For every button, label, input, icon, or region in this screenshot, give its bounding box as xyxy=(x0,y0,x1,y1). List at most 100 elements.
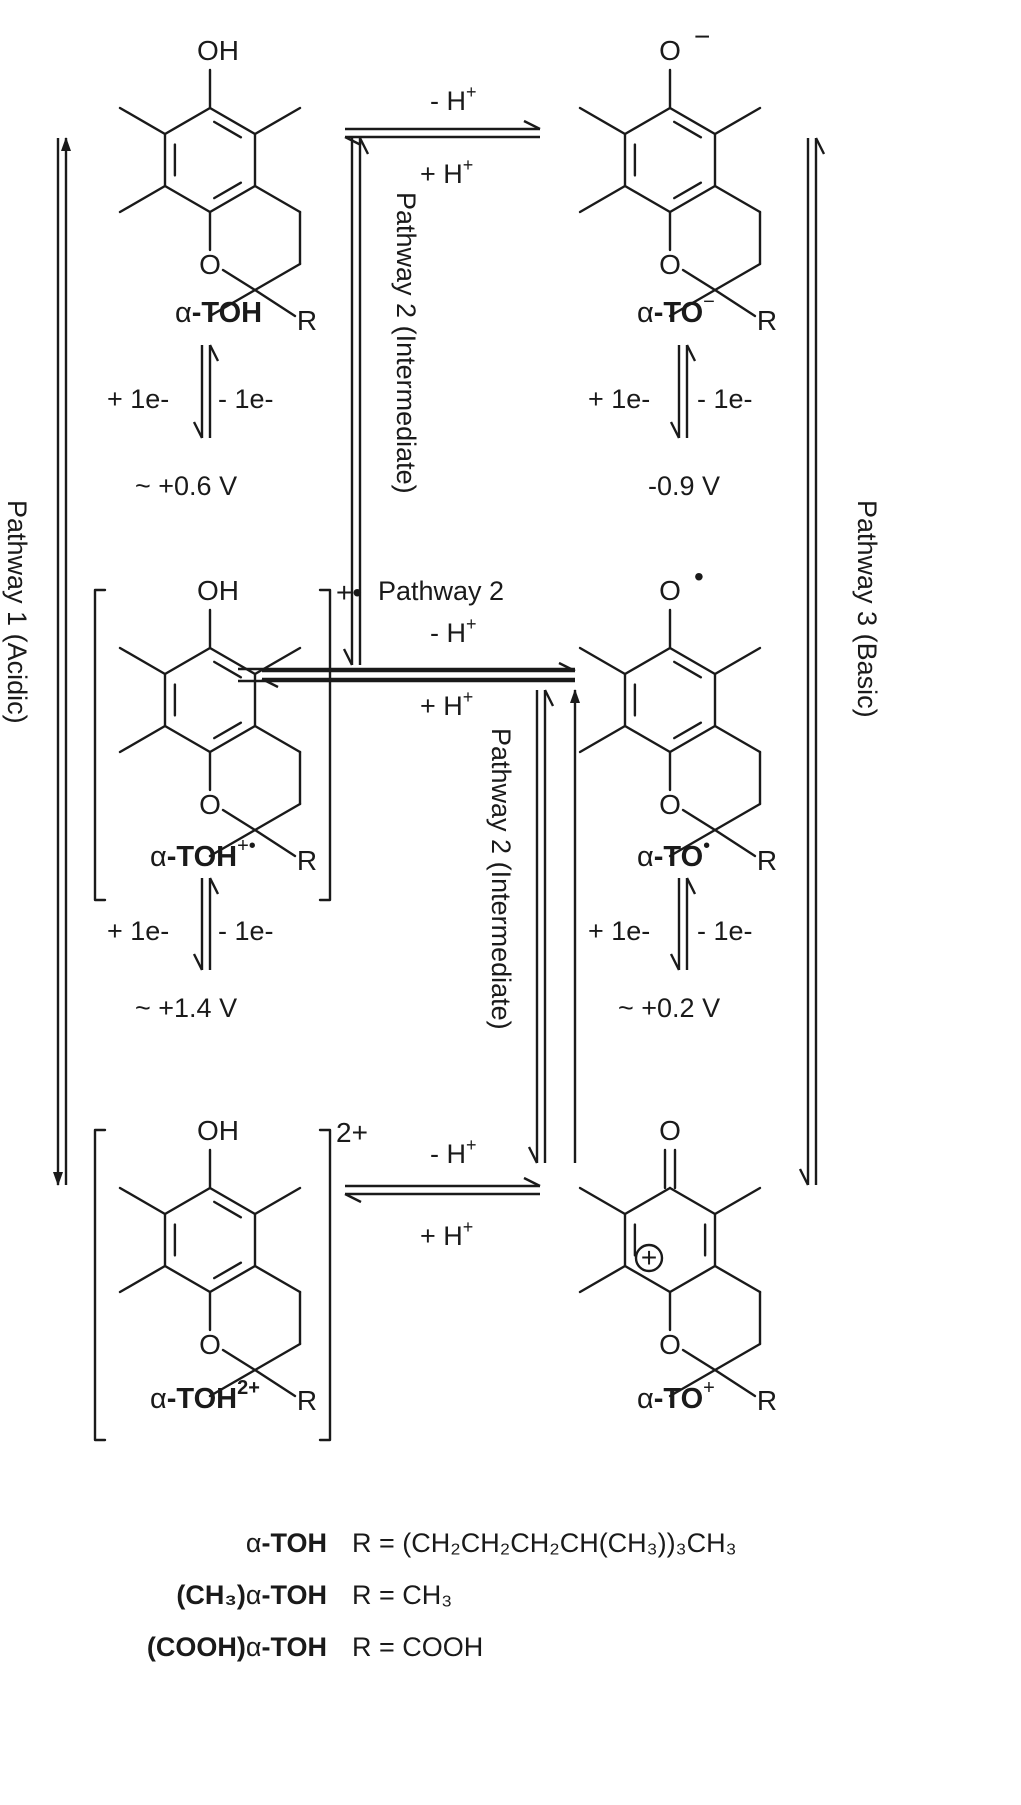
ring-bond xyxy=(208,184,257,214)
ring-bond xyxy=(163,106,212,136)
label-alpha-toh-dication: α-TOH2+ xyxy=(150,1377,260,1415)
label-pathway-2-middle: Pathway 2 xyxy=(378,576,504,606)
ring-oxygen: O xyxy=(199,789,221,820)
r-group: R xyxy=(757,1385,777,1416)
pyran-bond xyxy=(253,1342,302,1372)
ring-bond xyxy=(668,184,717,214)
ring-bond xyxy=(208,1186,257,1216)
ring-charge: + xyxy=(641,1242,657,1273)
ring-double-bond xyxy=(673,181,703,200)
top-atom: OH xyxy=(197,35,239,66)
bracket-left xyxy=(93,588,107,902)
legend-name-2: (COOH)α-TOH xyxy=(147,1632,327,1662)
legend: α-TOH R = (CH₂CH₂CH₂CH(CH₃))₃CH₃ (CH₃)α-… xyxy=(147,1528,737,1662)
equilibrium-h-middle xyxy=(261,661,576,689)
methyl-bond xyxy=(578,646,627,676)
label-minus-e-right-top: - 1e- xyxy=(697,384,753,414)
r-group: R xyxy=(757,305,777,336)
pyran-bond xyxy=(713,262,762,292)
equilibrium-v-left-bottom xyxy=(192,877,220,971)
top-atom-charge: • xyxy=(694,561,704,592)
ring-bond xyxy=(208,724,257,754)
ring-double-bond xyxy=(673,721,703,740)
methyl-bond xyxy=(668,288,717,318)
pyran-bond xyxy=(253,262,302,292)
pyran-bond xyxy=(253,1264,302,1294)
legend-def-2: R = COOH xyxy=(352,1632,483,1662)
top-atom: O xyxy=(659,35,681,66)
label-minus-e-left-bottom: - 1e- xyxy=(218,916,274,946)
ring-bond xyxy=(623,184,672,214)
pyran-bond xyxy=(253,184,302,214)
r-group: R xyxy=(297,305,317,336)
pyran-bond xyxy=(253,802,302,832)
label-alpha-toh-radical-cation: α-TOH+• xyxy=(150,835,256,873)
pathway-1-label: Pathway 1 (Acidic) xyxy=(2,500,32,724)
ring-double-bond xyxy=(213,660,243,679)
ring-bond xyxy=(623,724,672,754)
legend-name-1: (CH₃)α-TOH xyxy=(176,1580,327,1610)
ring-bond xyxy=(163,646,212,676)
r-bond xyxy=(253,1368,297,1398)
r-bond xyxy=(713,288,757,318)
molecule-to_minus: O−OR xyxy=(578,21,777,336)
methyl-bond xyxy=(118,646,167,676)
methyl-bond xyxy=(668,1368,717,1398)
label-alpha-toh: α-TOH xyxy=(175,297,262,329)
pyran-bond xyxy=(713,1342,762,1372)
label-plus-e-left-top: + 1e- xyxy=(107,384,169,414)
pathway-2-upper-label: Pathway 2 (Intermediate) xyxy=(391,192,421,494)
pyran-bond xyxy=(221,1348,257,1372)
label-plus-e-left-bottom: + 1e- xyxy=(107,916,169,946)
methyl-bond xyxy=(208,288,257,318)
molecule-to_radical: O•OR xyxy=(578,561,777,876)
molecule-to_cation: OOR+ xyxy=(578,1115,777,1416)
ring-oxygen: O xyxy=(659,789,681,820)
label-alpha-to-anion: α-TO− xyxy=(637,291,715,329)
bracket-left xyxy=(93,1128,107,1442)
ring-oxygen: O xyxy=(659,1329,681,1360)
potential-right-bottom: ~ +0.2 V xyxy=(618,993,720,1023)
ring-bond xyxy=(163,1186,212,1216)
ring-bond xyxy=(668,724,717,754)
ring-double-bond xyxy=(213,721,243,740)
methyl-bond xyxy=(253,106,302,136)
legend-name-0: α-TOH xyxy=(246,1528,327,1558)
r-group: R xyxy=(757,845,777,876)
methyl-bond xyxy=(578,1186,627,1216)
label-minus-e-right-bottom: - 1e- xyxy=(697,916,753,946)
methyl-bond xyxy=(713,106,762,136)
methyl-bond xyxy=(578,106,627,136)
label-minus-h-bottom: - H+ xyxy=(430,1135,477,1169)
pathway-3-arrows xyxy=(798,137,826,1186)
ring-double-bond xyxy=(673,660,703,679)
legend-def-1: R = CH₃ xyxy=(352,1580,452,1610)
ring-bond xyxy=(163,1264,212,1294)
methyl-bond xyxy=(713,646,762,676)
equilibrium-v-right-top xyxy=(669,344,697,439)
methyl-bond xyxy=(118,106,167,136)
ring-oxygen: O xyxy=(199,1329,221,1360)
potential-left-bottom: ~ +1.4 V xyxy=(135,993,237,1023)
arrow-layer xyxy=(53,119,826,1204)
ring-bond xyxy=(623,1264,672,1294)
pathway-3-label: Pathway 3 (Basic) xyxy=(852,500,882,718)
methyl-bond xyxy=(253,1186,302,1216)
ring-charge-circle xyxy=(634,1243,664,1273)
pyran-bond xyxy=(681,1348,717,1372)
ring-oxygen: O xyxy=(659,249,681,280)
label-plus-h-top: + H+ xyxy=(420,155,473,189)
methyl-bond xyxy=(668,828,717,858)
methyl-bond xyxy=(118,184,167,214)
pyran-bond xyxy=(713,1264,762,1294)
r-bond xyxy=(713,828,757,858)
methyl-bond xyxy=(118,724,167,754)
label-alpha-to-radical: α-TO• xyxy=(637,835,710,873)
methyl-bond xyxy=(713,1186,762,1216)
r-bond xyxy=(713,1368,757,1398)
ring-bond xyxy=(668,1264,717,1294)
